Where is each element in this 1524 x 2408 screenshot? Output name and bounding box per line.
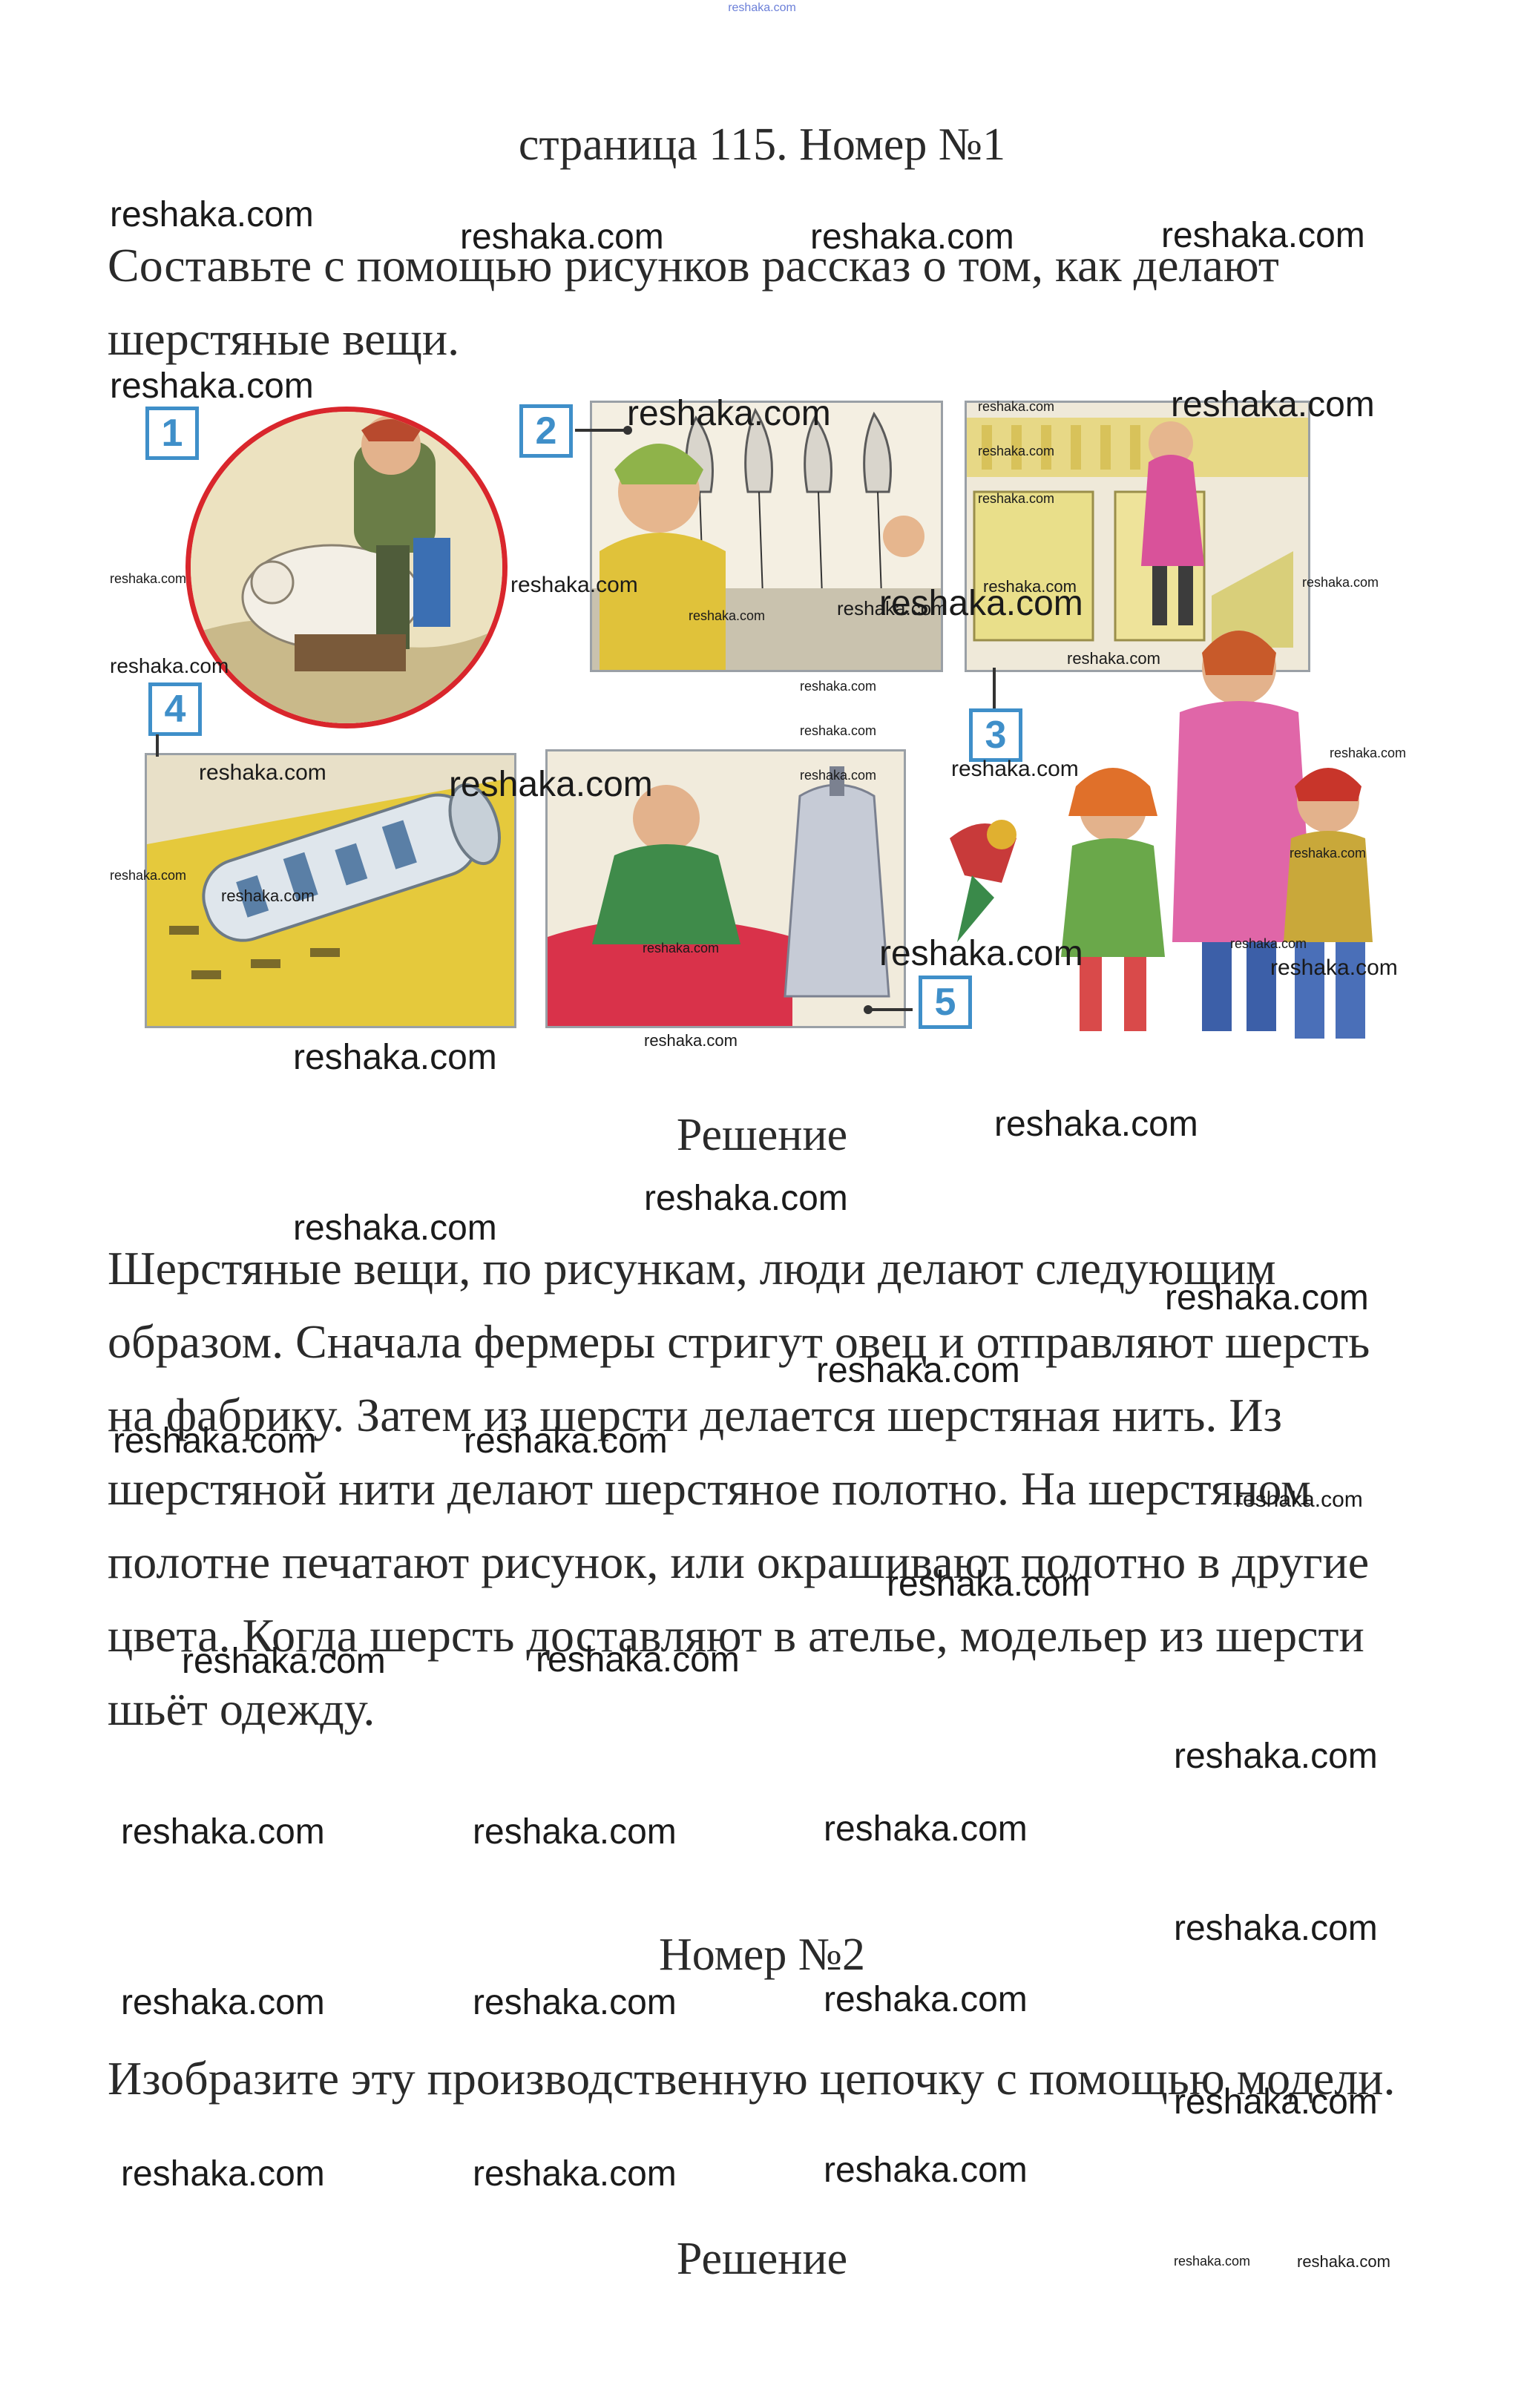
watermark: reshaka.com	[1067, 649, 1160, 668]
watermark: reshaka.com	[644, 1179, 848, 1218]
watermark: reshaka.com	[879, 934, 1083, 973]
watermark: reshaka.com	[121, 1983, 325, 2022]
watermark: reshaka.com	[983, 577, 1077, 596]
spinning-picture	[590, 401, 943, 672]
watermark: reshaka.com	[293, 1038, 497, 1077]
leader-line-4	[156, 734, 159, 757]
task2-text: Изобразите эту производственную цепочку …	[108, 2052, 1396, 2105]
watermark: reshaka.com	[536, 1640, 740, 1680]
watermark: reshaka.com	[816, 1351, 1020, 1390]
watermark: reshaka.com	[449, 765, 653, 804]
watermark: reshaka.com	[121, 1812, 325, 1852]
solution-heading: Решение	[676, 1110, 848, 1160]
sheep-shearing-picture	[185, 407, 508, 728]
watermark: reshaka.com	[1174, 2254, 1251, 2269]
watermark: reshaka.com	[464, 1421, 668, 1461]
watermark: reshaka.com	[1297, 2252, 1390, 2271]
watermark: reshaka.com	[1174, 2082, 1378, 2122]
watermark: reshaka.com	[121, 2154, 325, 2194]
watermark: reshaka.com	[824, 1809, 1028, 1849]
family-picture	[927, 608, 1402, 1053]
page-title: страница 115. Номер №1	[518, 119, 1006, 170]
watermark: reshaka.com	[1165, 1278, 1369, 1318]
watermark: reshaka.com	[643, 941, 720, 955]
watermark: reshaka.com	[1270, 955, 1398, 980]
watermark: reshaka.com	[1161, 216, 1365, 255]
watermark: reshaka.com	[994, 1105, 1198, 1144]
watermark: reshaka.com	[110, 654, 229, 677]
watermark: reshaka.com	[1174, 1909, 1378, 1948]
watermark: reshaka.com	[110, 868, 187, 883]
illustration-area: 1 2	[0, 386, 1524, 1053]
watermark: reshaka.com	[1235, 1487, 1363, 1512]
weaving-picture	[965, 401, 1310, 672]
watermark: reshaka.com	[824, 2151, 1028, 2190]
watermark: reshaka.com	[978, 399, 1055, 414]
picture-number-4: 4	[148, 682, 202, 736]
watermark: reshaka.com	[110, 571, 187, 586]
picture-number-3: 3	[969, 708, 1022, 762]
watermark: reshaka.com	[182, 1642, 386, 1681]
leader-line-3	[993, 668, 996, 723]
watermark: reshaka.com	[1171, 385, 1375, 424]
watermark: reshaka.com	[473, 1983, 677, 2022]
picture-number-1: 1	[145, 407, 199, 460]
solution1-text: Шерстяные вещи, по рисункам, люди делают…	[108, 1242, 1370, 1735]
watermark: reshaka.com	[1330, 746, 1407, 760]
picture-number-5: 5	[919, 976, 972, 1029]
watermark: reshaka.com	[644, 1031, 738, 1050]
task1-text: Составьте с помощью рисунков рассказ о т…	[108, 239, 1279, 365]
leader-dot-2	[623, 426, 632, 435]
watermark: reshaka.com	[627, 394, 831, 433]
site-header-link[interactable]: reshaka.com	[728, 1, 796, 14]
watermark: reshaka.com	[1302, 575, 1379, 590]
watermark: reshaka.com	[110, 195, 314, 234]
solution-heading-2: Решение	[676, 2234, 848, 2284]
tailor-picture	[545, 749, 906, 1028]
watermark: reshaka.com	[110, 366, 314, 406]
watermark: reshaka.com	[1230, 936, 1307, 951]
watermark: reshaka.com	[824, 1980, 1028, 2019]
printing-roller-picture	[145, 753, 516, 1028]
leader-line-5	[868, 1008, 913, 1011]
task2-title: Номер №2	[658, 1930, 865, 1980]
watermark: reshaka.com	[1290, 846, 1367, 861]
leader-dot-5	[864, 1005, 873, 1014]
watermark: reshaka.com	[221, 886, 315, 905]
watermark: reshaka.com	[800, 768, 877, 783]
watermark: reshaka.com	[887, 1565, 1091, 1604]
watermark: reshaka.com	[837, 597, 947, 619]
watermark: reshaka.com	[978, 444, 1055, 458]
watermark: reshaka.com	[879, 584, 1083, 623]
picture-number-2: 2	[519, 404, 573, 458]
watermark: reshaka.com	[951, 757, 1079, 781]
watermark: reshaka.com	[810, 217, 1014, 257]
watermark: reshaka.com	[460, 217, 664, 257]
watermark: reshaka.com	[1174, 1737, 1378, 1776]
leader-line-2	[575, 429, 627, 432]
watermark: reshaka.com	[978, 491, 1055, 506]
watermark: reshaka.com	[473, 2154, 677, 2194]
watermark: reshaka.com	[800, 723, 877, 738]
watermark: reshaka.com	[510, 573, 638, 597]
watermark: reshaka.com	[293, 1208, 497, 1248]
watermark: reshaka.com	[689, 608, 766, 623]
watermark: reshaka.com	[113, 1421, 317, 1461]
watermark: reshaka.com	[199, 760, 326, 785]
watermark: reshaka.com	[473, 1812, 677, 1852]
watermark: reshaka.com	[800, 679, 877, 694]
